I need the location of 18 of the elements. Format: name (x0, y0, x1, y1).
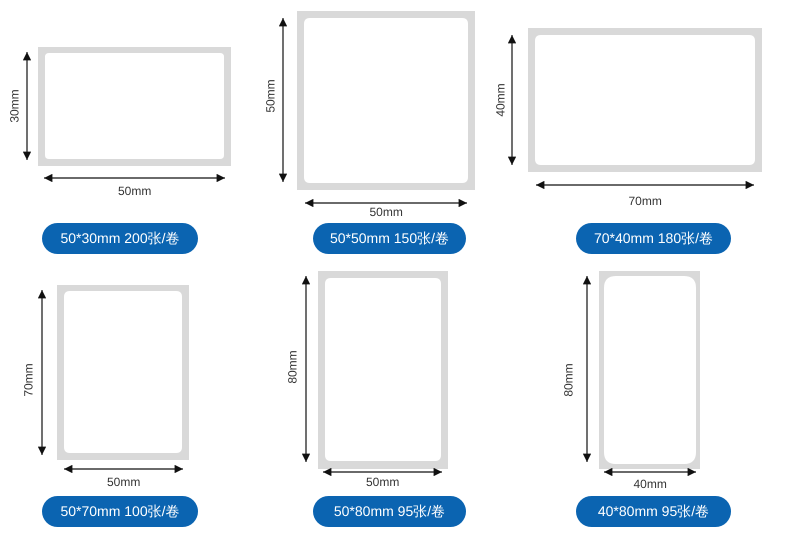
size-tag: 70*40mm 180张/卷 (576, 223, 731, 254)
dimension-label: 50mm (118, 184, 152, 198)
dimension-label: 70mm (628, 194, 662, 208)
dimension-label: 40mm (634, 477, 667, 491)
size-tag: 50*50mm 150张/卷 (313, 223, 466, 254)
dimension-label: 80mm (561, 363, 576, 397)
dimension-label: 70mm (21, 363, 36, 397)
size-tag: 50*30mm 200张/卷 (42, 223, 198, 254)
dimension-label: 50mm (263, 79, 278, 113)
size-tag: 50*70mm 100张/卷 (42, 496, 198, 527)
dimension-label: 50mm (366, 475, 400, 489)
dimension-label: 50mm (370, 205, 403, 219)
dimension-label: 40mm (493, 83, 508, 117)
dimension-label: 80mm (285, 350, 300, 384)
dimension-label: 50mm (107, 475, 140, 489)
size-tag: 50*80mm 95张/卷 (313, 496, 466, 527)
dimension-label: 30mm (7, 89, 22, 123)
size-tag: 40*80mm 95张/卷 (576, 496, 731, 527)
